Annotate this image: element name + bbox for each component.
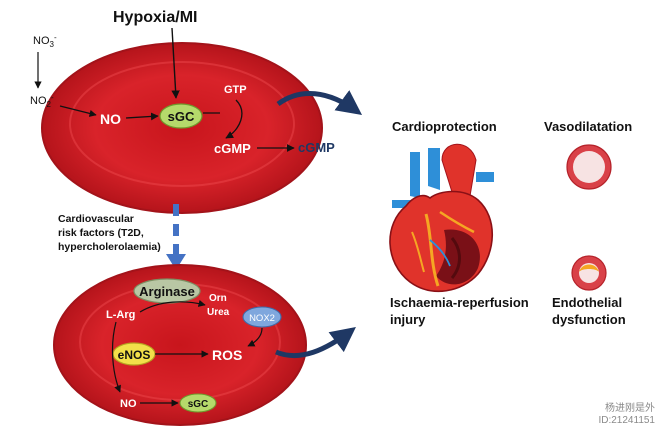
watermark-line1: 杨进刚是外 — [605, 403, 655, 414]
no-label-bottom: NO — [120, 398, 137, 410]
watermark: 杨进刚是外 ID:21241151 — [598, 403, 655, 427]
endothelial-label-line2: dysfunction — [552, 312, 626, 327]
enos-label: eNOS — [118, 348, 151, 362]
watermark-line2: ID:21241151 — [598, 415, 655, 426]
arrow-hypoxia-to-sgc — [171, 27, 180, 99]
sgc-enzyme-top: sGC — [159, 103, 203, 129]
arrow-gtp-to-cgmp — [225, 99, 243, 139]
dilated-vessel-icon — [566, 144, 612, 190]
arrow-larg-to-arginase-products — [139, 299, 206, 313]
navy-arrow-to-ischaemia — [275, 326, 356, 358]
cardioprotection-label: Cardioprotection — [392, 119, 497, 134]
heart-illustration — [389, 143, 494, 293]
dysfunctional-vessel-icon — [571, 255, 607, 291]
nitrite-label: NO2- — [30, 93, 54, 109]
arrow-no-to-sgc — [125, 112, 159, 121]
navy-arrow-to-cardioprotection — [276, 90, 363, 115]
urea-label: Urea — [207, 307, 230, 318]
nox2-label: NOX2 — [249, 313, 275, 324]
sgc-label-top: sGC — [168, 109, 195, 124]
vasodilatation-label: Vasodilatation — [544, 119, 632, 134]
arrow-nox2-to-ros — [247, 327, 263, 347]
arrow-no2-to-no — [59, 105, 97, 117]
arrow-larg-to-no — [111, 321, 121, 393]
sgc-label-bottom: sGC — [188, 399, 209, 410]
svg-text:risk factors (T2D,: risk factors (T2D, — [58, 227, 144, 239]
svg-text:hypercholerolaemia): hypercholerolaemia) — [58, 241, 161, 253]
cgmp-inner-label: cGMP — [214, 141, 251, 156]
cgmp-outer-label: cGMP — [298, 140, 335, 155]
sgc-enzyme-bottom: sGC — [179, 393, 217, 413]
dashed-arrow-head — [166, 254, 186, 270]
nox2-enzyme: NOX2 — [242, 306, 282, 328]
nitrate-label: NO3- — [33, 33, 57, 49]
enos-enzyme: eNOS — [112, 342, 156, 366]
svg-text:Cardiovascular: Cardiovascular — [58, 213, 134, 225]
endothelial-label-line1: Endothelial — [552, 295, 622, 310]
hypoxia-mi-label: Hypoxia/MI — [113, 9, 197, 26]
no-label-top: NO — [100, 111, 121, 127]
l-arg-label: L-Arg — [106, 309, 135, 321]
ischaemia-label-line1: Ischaemia-reperfusion — [390, 295, 529, 310]
orn-label: Orn — [209, 293, 227, 304]
risk-factors-label: Cardiovascular risk factors (T2D, hyperc… — [58, 213, 161, 253]
ischaemia-label-line2: injury — [390, 312, 426, 327]
gtp-label: GTP — [224, 84, 247, 96]
arginase-label: Arginase — [139, 284, 195, 299]
arginase-enzyme: Arginase — [133, 278, 201, 304]
ros-label: ROS — [212, 347, 242, 363]
